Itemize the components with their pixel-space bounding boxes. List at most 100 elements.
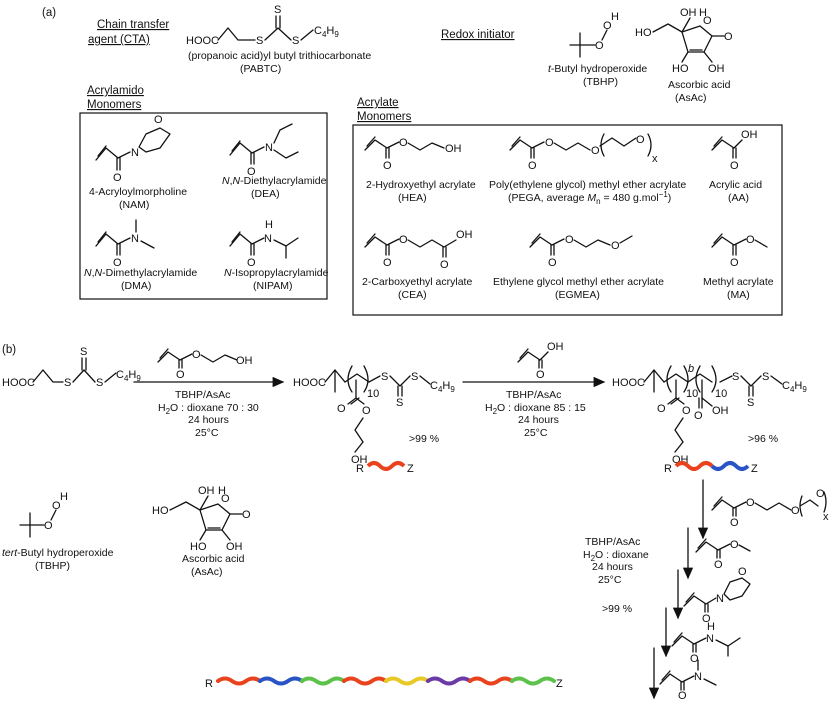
- tbhp-abbr-a: (TBHP): [583, 76, 618, 88]
- pega-monomer-b: O O O O x: [711, 488, 829, 529]
- chain2-block-blue: [710, 461, 750, 471]
- final-chain-block-5: [384, 676, 430, 686]
- nipam-structure: O N H: [229, 219, 299, 269]
- svg-text:N: N: [264, 233, 272, 245]
- final-chain-r: R: [205, 678, 213, 690]
- pega-abbr: (PEGA, average Mn = 480 g.mol−1): [508, 190, 671, 206]
- svg-text:O: O: [702, 613, 711, 625]
- aa-monomer-b: OH O: [517, 341, 564, 381]
- svg-text:O: O: [738, 566, 747, 578]
- svg-text:S: S: [762, 371, 769, 383]
- conversion-3: >99 %: [602, 603, 632, 615]
- svg-text:O: O: [791, 505, 800, 517]
- svg-text:N: N: [265, 142, 273, 154]
- svg-text:O: O: [362, 405, 371, 417]
- svg-text:H: H: [265, 219, 273, 231]
- hea-name: 2-Hydroxyethyl acrylate: [366, 179, 476, 191]
- final-chain-block-2: [258, 676, 304, 686]
- step3-cond-4: 25°C: [598, 574, 622, 586]
- asac-abbr-a: (AsAc): [675, 92, 707, 104]
- cta-heading-line2: agent (CTA): [88, 34, 150, 46]
- dma-structure: O N: [95, 219, 155, 269]
- svg-text:O: O: [603, 20, 612, 32]
- svg-text:HO: HO: [152, 505, 169, 517]
- svg-text:O: O: [816, 488, 825, 500]
- svg-text:O: O: [528, 160, 537, 172]
- svg-text:HOOC: HOOC: [612, 377, 645, 389]
- final-chain-block-3: [300, 676, 346, 686]
- asac-abbr-b: (AsAc): [191, 566, 223, 578]
- svg-text:x: x: [823, 511, 829, 523]
- svg-text:O: O: [536, 369, 545, 381]
- dea-name: N,N-Diethylacrylamide: [222, 175, 327, 187]
- svg-text:HOOC: HOOC: [293, 377, 326, 389]
- redox-initiator-heading: Redox initiator: [441, 29, 515, 41]
- svg-text:O: O: [690, 653, 699, 665]
- svg-text:O: O: [247, 166, 256, 178]
- step1-cond-2: H2O : dioxane 70 : 30: [158, 402, 259, 416]
- svg-text:O: O: [636, 134, 645, 146]
- step3-cond-3: 24 hours: [592, 561, 633, 573]
- final-chain-z: Z: [556, 678, 563, 690]
- svg-text:O: O: [746, 497, 755, 509]
- panel-a-label: (a): [42, 7, 56, 19]
- aa-abbr: (AA): [728, 192, 749, 204]
- conversion-2: >96 %: [748, 433, 778, 445]
- chain2-r: R: [664, 463, 672, 475]
- svg-text:O: O: [545, 137, 554, 149]
- svg-text:H: H: [218, 485, 226, 497]
- svg-text:O: O: [247, 257, 256, 269]
- svg-text:HO: HO: [190, 541, 207, 553]
- svg-text:N: N: [716, 593, 724, 605]
- svg-text:HO: HO: [672, 63, 689, 75]
- svg-text:O: O: [52, 500, 61, 512]
- svg-text:OH: OH: [712, 405, 729, 417]
- svg-text:N: N: [131, 147, 139, 159]
- svg-text:S: S: [381, 371, 388, 383]
- phea-macro-cta: HOOC 10 O O OH S S S C4H9: [293, 365, 455, 466]
- nam-monomer-b: O N O: [683, 566, 751, 625]
- svg-text:S: S: [80, 346, 87, 358]
- nam-name: 4-Acryloylmorpholine: [89, 186, 187, 198]
- svg-text:O: O: [337, 403, 346, 415]
- svg-text:O: O: [591, 145, 600, 157]
- svg-text:HOOC: HOOC: [186, 35, 219, 47]
- hea-monomer-b: O O OH: [157, 348, 253, 381]
- svg-text:H: H: [60, 491, 68, 503]
- tbhp-name-b: tert-Butyl hydroperoxide: [2, 547, 114, 559]
- pabtc-structure: HOOC S S S C4H9: [186, 4, 339, 47]
- svg-text:O: O: [595, 40, 604, 52]
- final-chain-block-6: [426, 676, 472, 686]
- svg-text:O: O: [730, 257, 739, 269]
- svg-text:HOOC: HOOC: [2, 377, 35, 389]
- tbhp-name-a: t-Butyl hydroperoxide: [548, 63, 647, 75]
- svg-text:O: O: [440, 259, 449, 271]
- svg-text:HO: HO: [635, 27, 652, 39]
- svg-text:C4H9: C4H9: [430, 380, 455, 394]
- svg-text:O: O: [724, 31, 733, 43]
- svg-text:O: O: [678, 690, 687, 701]
- hea-abbr: (HEA): [398, 192, 427, 204]
- egmea-structure: O O O: [529, 233, 633, 269]
- step2-cond-2: H2O : dioxane 85 : 15: [485, 402, 586, 416]
- step1-cond-3: 24 hours: [188, 414, 229, 426]
- svg-text:H: H: [611, 11, 619, 23]
- svg-text:O: O: [730, 539, 739, 551]
- chain1-r: R: [356, 463, 364, 475]
- svg-text:H: H: [707, 621, 715, 633]
- cta-structure-b: HOOC S S S C4H9: [2, 346, 141, 389]
- pega-structure: O O O O x: [509, 133, 658, 172]
- svg-text:S: S: [396, 397, 403, 409]
- egmea-abbr: (EGMEA): [555, 289, 600, 301]
- svg-text:10: 10: [367, 388, 379, 400]
- cta-heading-line1: Chain transfer: [97, 19, 169, 31]
- nam-structure: N O O: [95, 114, 171, 184]
- svg-text:O: O: [242, 509, 251, 521]
- ma-structure: O O: [711, 233, 768, 269]
- dma-abbr: (DMA): [121, 280, 151, 292]
- svg-text:O: O: [714, 559, 723, 571]
- aa-name: Acrylic acid: [709, 179, 762, 191]
- svg-text:O: O: [44, 520, 53, 532]
- svg-text:N: N: [131, 233, 139, 245]
- svg-text:OH: OH: [708, 63, 725, 75]
